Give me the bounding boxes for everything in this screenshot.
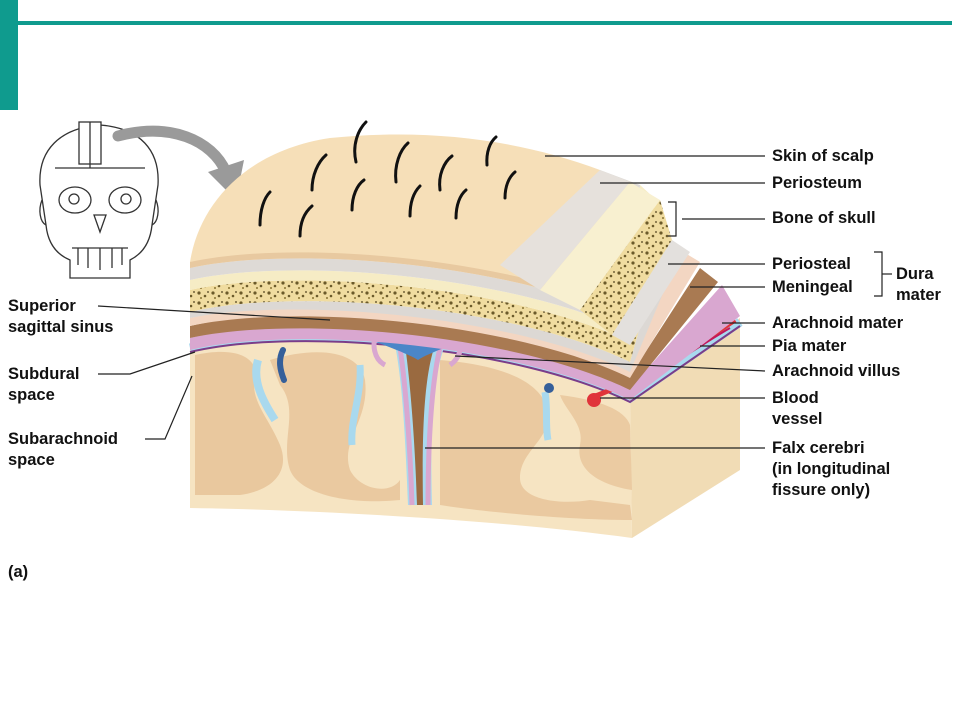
label-dura-mater: Dura mater (896, 265, 941, 304)
label-meningeal: Meningeal (772, 278, 853, 296)
label-subarachnoid-space: Subarachnoid space (8, 430, 119, 469)
label-subdural-space: Subdural space (8, 365, 80, 404)
label-arachnoid-mater: Arachnoid mater (772, 314, 904, 332)
accent-bar (0, 0, 18, 110)
label-periosteal: Periosteal (772, 255, 851, 273)
label-pia-mater: Pia mater (772, 337, 847, 355)
skull-icon (39, 121, 159, 279)
brain-block (188, 317, 743, 538)
label-falx-cerebri: Falx cerebri (in longitudinal fissure on… (772, 439, 891, 499)
label-arachnoid-villus: Arachnoid villus (772, 362, 901, 380)
layer-stack (190, 120, 740, 400)
panel-label: (a) (8, 563, 29, 581)
label-superior-sagittal-sinus: Superior sagittal sinus (8, 297, 114, 336)
label-skin-of-scalp: Skin of scalp (772, 147, 874, 165)
leader-lines (97, 155, 892, 449)
accent-rule (18, 21, 952, 25)
label-bone-of-skull: Bone of skull (772, 209, 876, 227)
label-periosteum: Periosteum (772, 174, 862, 192)
label-blood-vessel: Blood vessel (772, 389, 823, 428)
